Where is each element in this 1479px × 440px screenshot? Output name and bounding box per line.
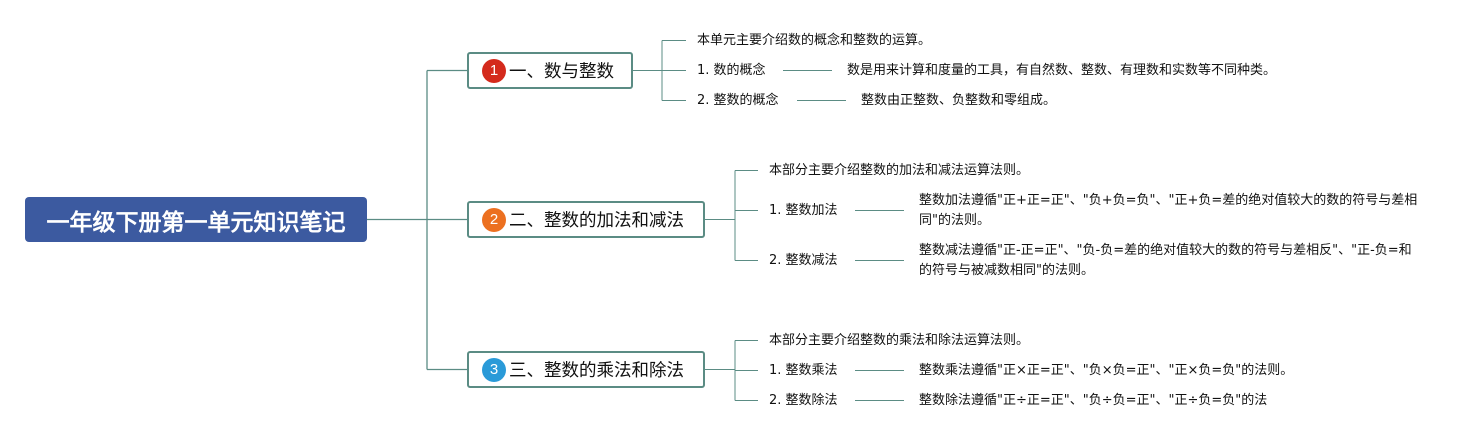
branch-node-2[interactable]: 2 二、整数的加法和减法 (467, 201, 705, 238)
branch-3-leaf-connectors (735, 340, 758, 401)
leaf-1-1-desc: 数是用来计算和度量的工具，有自然数、整数、有理数和实数等不同种类。 (847, 63, 1277, 78)
leaf-2-1-label[interactable]: 1. 整数加法 (769, 203, 838, 218)
branch-node-1[interactable]: 1 一、数与整数 (467, 52, 633, 89)
branch-1-leaf-connectors (662, 40, 686, 101)
leaf-3-2-label[interactable]: 2. 整数除法 (769, 393, 838, 408)
leaf-1-2-desc: 整数由正整数、负整数和零组成。 (861, 93, 1057, 108)
leaf-1-2-label[interactable]: 2. 整数的概念 (697, 93, 779, 108)
leaf-2-2-label[interactable]: 2. 整数减法 (769, 253, 838, 268)
branch-1-intro: 本单元主要介绍数的概念和整数的运算。 (697, 33, 932, 48)
branch-2-leaf-connectors (735, 170, 758, 261)
root-node[interactable]: 一年级下册第一单元知识笔记 (25, 197, 367, 242)
leaf-3-2-desc: 整数除法遵循"正÷正=正"、"负÷负=正"、"正÷负=负"的法 (919, 393, 1268, 408)
badge-1: 1 (482, 58, 506, 83)
branch-2-intro: 本部分主要介绍整数的加法和减法运算法则。 (769, 163, 1030, 178)
branch-2-title: 二、整数的加法和减法 (509, 211, 684, 231)
leaf-3-1-label[interactable]: 1. 整数乘法 (769, 363, 838, 378)
badge-2: 2 (482, 207, 506, 232)
branch-3-intro: 本部分主要介绍整数的乘法和除法运算法则。 (769, 333, 1030, 348)
leaf-2-1-desc: 整数加法遵循"正+正=正"、"负+负=负"、"正+负=差的绝对值较大的数的符号与… (919, 193, 1418, 228)
branch-1-title: 一、数与整数 (509, 62, 614, 82)
leaf-2-2-desc: 整数减法遵循"正-正=正"、"负-负=差的绝对值较大的数的符号与差相反"、"正-… (919, 243, 1412, 278)
leaf-1-1-label[interactable]: 1. 数的概念 (697, 63, 766, 78)
branch-3-title: 三、整数的乘法和除法 (509, 361, 684, 381)
leaf-3-1-desc: 整数乘法遵循"正×正=正"、"负×负=正"、"正×负=负"的法则。 (919, 363, 1294, 378)
root-title: 一年级下册第一单元知识笔记 (46, 209, 346, 236)
badge-3: 3 (482, 357, 506, 382)
branch-node-3[interactable]: 3 三、整数的乘法和除法 (467, 351, 705, 388)
